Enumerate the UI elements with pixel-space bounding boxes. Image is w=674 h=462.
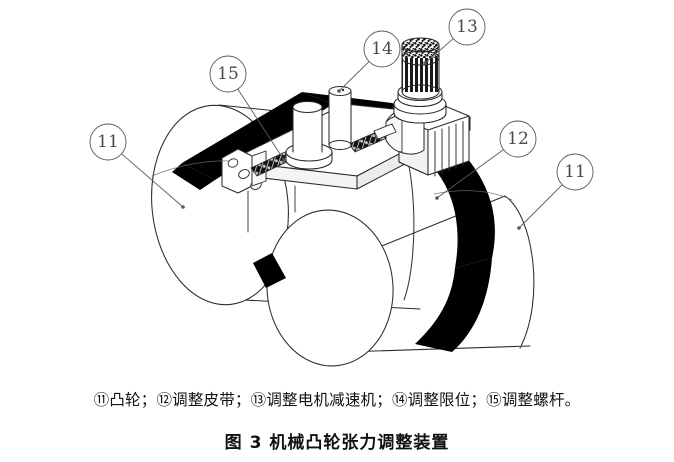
callout-bubble-15-1[interactable] — [209, 55, 247, 93]
callout-leader-dot — [423, 61, 427, 65]
callout-label: 13 — [456, 17, 478, 37]
figure-legend: ⑪凸轮；⑫调整皮带；⑬调整电机减速机；⑭调整限位；⑮调整螺杆。 — [93, 391, 581, 409]
follower-post — [285, 100, 333, 170]
callout-leader-line — [237, 88, 285, 161]
cam-roller-right — [266, 195, 535, 367]
callout-bubble-14-2[interactable] — [363, 30, 401, 68]
callout-leader-line — [338, 61, 370, 92]
callout-leader-dot — [282, 158, 286, 162]
callout-leader-line — [518, 184, 563, 229]
mechanical-cam-tension-device-drawing: 11 15 14 13 12 11 — [89, 8, 594, 367]
technical-drawing: 11 15 14 13 12 11 — [89, 8, 594, 367]
callout-label: 14 — [371, 39, 393, 59]
callout-leader-line — [121, 153, 184, 208]
construction-lines — [151, 160, 513, 201]
callout-label: 12 — [507, 129, 529, 149]
motor-gear-reducer — [373, 37, 470, 177]
callout-group: 11 15 14 13 12 11 — [89, 8, 594, 230]
figure-title: 图 3 机械凸轮张力调整装置 — [224, 433, 450, 453]
callout-label: 15 — [217, 64, 239, 84]
callout-leader-line — [424, 38, 454, 64]
callout-bubble-13-3[interactable] — [448, 8, 486, 46]
limit-stop-post — [328, 85, 352, 151]
callout-leader-line — [436, 149, 504, 199]
callout-leader-dot — [435, 196, 439, 200]
callout-leader-dot — [337, 89, 341, 93]
callout-bubble-11-0[interactable] — [89, 123, 127, 161]
callout-bubble-11-5[interactable] — [556, 153, 594, 191]
callout-bubble-12-4[interactable] — [499, 120, 537, 158]
callout-label: 11 — [564, 162, 586, 182]
callout-leader-dot — [517, 226, 521, 230]
callout-label: 11 — [97, 132, 119, 152]
callout-leader-dot — [181, 205, 185, 209]
